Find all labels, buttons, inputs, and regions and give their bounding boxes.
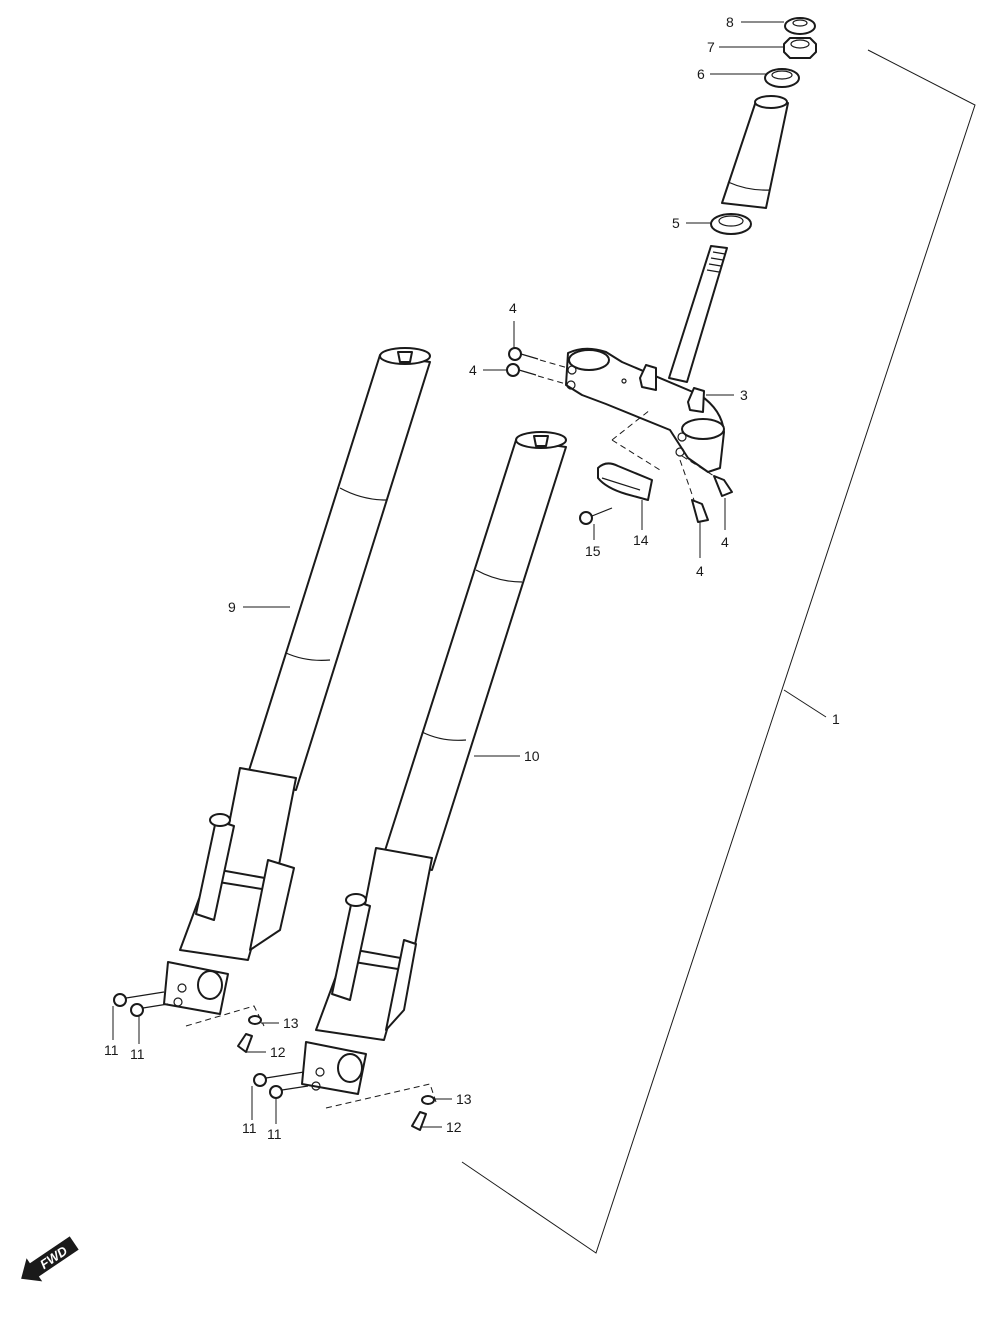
callout-11-right-b: 11 <box>267 1126 282 1142</box>
right-fork-leg[interactable] <box>301 431 567 1095</box>
axle-clamp-bolt-left-1[interactable] <box>113 991 165 1007</box>
assembly-bracket <box>461 49 976 1254</box>
axle-clamp-bolt-right-1[interactable] <box>253 1071 305 1087</box>
callout-labels: 8 7 6 5 4 4 3 4 4 14 15 1 9 10 11 11 13 … <box>104 14 840 1142</box>
bleed-washer-left[interactable] <box>248 1015 262 1025</box>
callout-12-left: 12 <box>270 1044 286 1060</box>
left-fork-leg[interactable] <box>163 347 431 1015</box>
clamp-bolt-lower-2[interactable] <box>691 499 709 523</box>
clip-bolt[interactable] <box>579 507 613 525</box>
axle-clamp-bolt-right-2[interactable] <box>269 1085 309 1099</box>
lower-triple-clamp[interactable] <box>565 347 725 473</box>
callout-5: 5 <box>672 215 680 231</box>
callout-4-right: 4 <box>721 534 729 550</box>
leader-lines <box>112 21 784 1128</box>
callout-13-left: 13 <box>283 1015 299 1031</box>
callout-7: 7 <box>707 39 715 55</box>
steering-stem-shaft[interactable] <box>668 245 728 383</box>
callout-3: 3 <box>740 387 748 403</box>
callout-4-top: 4 <box>509 300 517 316</box>
bleed-bolt-left[interactable] <box>237 1033 253 1053</box>
clamp-bolt-upper-2[interactable] <box>506 363 537 377</box>
callout-4-bottom: 4 <box>696 563 704 579</box>
steering-tube[interactable] <box>721 95 789 209</box>
bleed-washer-right[interactable] <box>421 1095 435 1105</box>
callout-8: 8 <box>726 14 734 30</box>
callout-12-right: 12 <box>446 1119 462 1135</box>
callout-14: 14 <box>633 532 649 548</box>
fwd-direction-arrow-icon: FWD <box>21 1236 79 1282</box>
top-cone-race[interactable] <box>784 17 816 35</box>
brake-hose-clip[interactable] <box>597 462 653 501</box>
callout-15: 15 <box>585 543 601 559</box>
callout-10: 10 <box>524 748 540 764</box>
clamp-bolt-lower-1[interactable] <box>713 475 733 497</box>
callout-6: 6 <box>697 66 705 82</box>
callout-9: 9 <box>228 599 236 615</box>
callout-11-right-a: 11 <box>242 1120 257 1136</box>
callout-11-left-b: 11 <box>130 1046 145 1062</box>
callout-11-left-a: 11 <box>104 1042 119 1058</box>
clamp-bolt-upper-1[interactable] <box>508 347 539 361</box>
upper-bearing[interactable] <box>764 68 800 88</box>
axle-clamp-bolt-left-2[interactable] <box>130 1003 169 1017</box>
callout-1: 1 <box>832 711 840 727</box>
adjusting-nut[interactable] <box>783 37 817 59</box>
callout-13-right: 13 <box>456 1091 472 1107</box>
bleed-bolt-right[interactable] <box>411 1111 427 1131</box>
callout-4-left: 4 <box>469 362 477 378</box>
lower-bearing[interactable] <box>710 213 752 235</box>
